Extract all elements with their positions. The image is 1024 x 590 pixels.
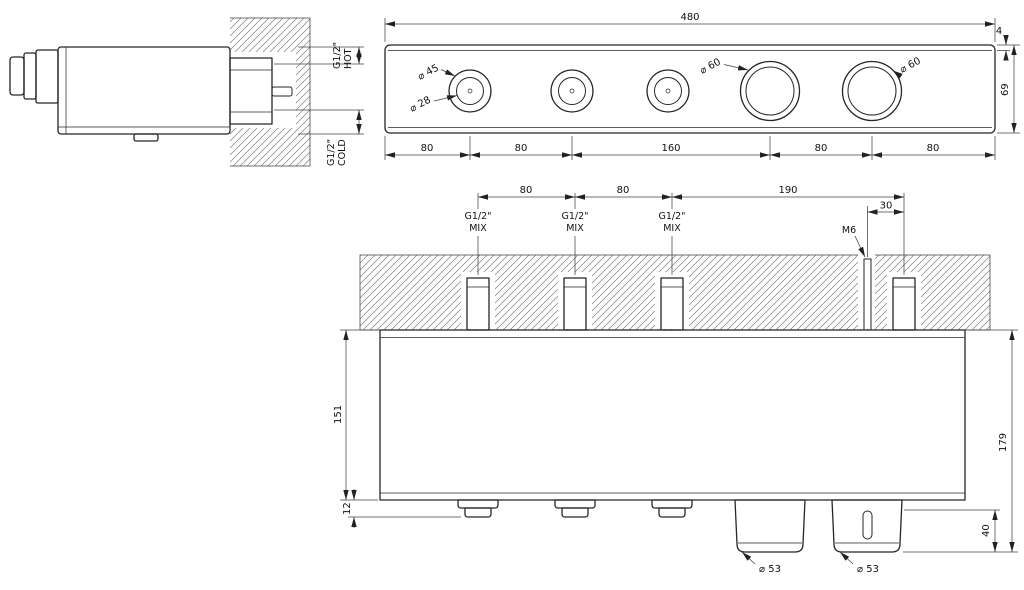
dia-60-right-label: ⌀ 60 [898, 56, 923, 76]
knob-5 [841, 60, 903, 122]
plan-top-dims: 80 80 190 30 [477, 185, 905, 275]
knob-2 [550, 69, 594, 113]
front-plate [384, 44, 996, 134]
mix-label-2: MIX [566, 223, 584, 234]
mix-port-label-1: G1/2" MIX [464, 211, 491, 234]
valve-body-plan [379, 329, 966, 501]
dia-53-left-label: ⌀ 53 [759, 564, 781, 575]
front-view: ⌀ 45 ⌀ 28 ⌀ 60 ⌀ 60 480 4 [384, 12, 1020, 160]
mix-port-label-3: G1/2" MIX [658, 211, 685, 234]
mix-label-1: MIX [469, 223, 487, 234]
handle-cap [9, 56, 25, 96]
handle-base [35, 49, 59, 104]
dim-190: 190 [778, 185, 797, 196]
wall-section-border [230, 17, 311, 167]
mix-label-3: MIX [663, 223, 681, 234]
dim-80-p2: 80 [617, 185, 630, 196]
dim-cold: G1/2" COLD [274, 109, 364, 166]
hot-size-label: G1/2" [332, 42, 343, 69]
dim-80-f5: 80 [927, 143, 940, 154]
dim-40: 40 [904, 509, 1000, 552]
handle-grip-slot [862, 510, 873, 540]
dim-12: 12 [342, 489, 461, 528]
wall-plan-border [359, 254, 991, 330]
dim-480-label: 480 [680, 12, 699, 23]
dim-480: 480 [384, 12, 996, 42]
mounting-tab [133, 133, 159, 142]
handle-left-plan [734, 499, 806, 553]
knob-3 [646, 69, 690, 113]
dim-80-f4: 80 [815, 143, 828, 154]
dim-151: 151 [333, 329, 378, 501]
dia-60-right-callout: ⌀ 60 [892, 56, 923, 79]
dim-179-label: 179 [998, 433, 1009, 452]
handle-ring [23, 52, 37, 100]
body-plan [379, 329, 966, 501]
inlet-stub-side [229, 57, 293, 125]
rough-in-box [57, 46, 231, 135]
side-view: G1/2" HOT G1/2" COLD [9, 17, 364, 167]
dim-hot: G1/2" HOT [274, 42, 364, 69]
bottom-outlet-2 [554, 499, 596, 518]
mix-port-label-2: G1/2" MIX [561, 211, 588, 234]
knob-1 [448, 69, 492, 113]
bottom-outlet-1 [457, 499, 499, 518]
mix-size-3: G1/2" [658, 211, 685, 222]
dia-53-right-label: ⌀ 53 [857, 564, 879, 575]
dim-160-f3: 160 [661, 143, 680, 154]
handle-right-plan [831, 499, 903, 553]
dim-4-label: 4 [996, 26, 1002, 37]
cold-size-label: G1/2" [326, 139, 337, 166]
dia-45-callout: ⌀ 45 [416, 63, 456, 83]
dim-151-label: 151 [333, 405, 344, 424]
dia-45-label: ⌀ 45 [416, 63, 441, 83]
valve-body-side [57, 46, 231, 142]
front-bottom-dims: 80 80 160 80 80 [384, 136, 996, 160]
inlet-pin [271, 86, 293, 97]
dia-60-left-callout: ⌀ 60 [698, 57, 749, 77]
dim-12-label: 12 [342, 502, 353, 515]
mix-size-1: G1/2" [464, 211, 491, 222]
m6-callout: M6 [842, 225, 866, 258]
dim-30: 30 [880, 201, 893, 212]
dim-40-label: 40 [981, 524, 992, 537]
dia-53-left-callout: ⌀ 53 [741, 551, 781, 575]
dia-28-label: ⌀ 28 [408, 95, 433, 115]
dim-4-and-69: 4 69 [996, 26, 1020, 134]
dim-80-f1: 80 [421, 143, 434, 154]
m6-label: M6 [842, 225, 856, 236]
bottom-outlet-3 [651, 499, 693, 518]
dim-80-f2: 80 [515, 143, 528, 154]
dim-80-p1: 80 [520, 185, 533, 196]
mix-size-2: G1/2" [561, 211, 588, 222]
dim-179: 179 [903, 329, 1018, 553]
wall-opening [230, 52, 296, 128]
dia-53-right-callout: ⌀ 53 [839, 551, 879, 575]
dim-69-label: 69 [1000, 83, 1011, 96]
knob-4 [739, 60, 801, 122]
plan-view: 80 80 190 30 G1/2" MIX G1/2" MIX G1/2" M… [333, 185, 1018, 575]
cold-label: COLD [337, 139, 348, 166]
hot-label: HOT [343, 48, 354, 69]
dia-60-left-label: ⌀ 60 [698, 57, 723, 77]
handle-side-profile [9, 49, 59, 104]
